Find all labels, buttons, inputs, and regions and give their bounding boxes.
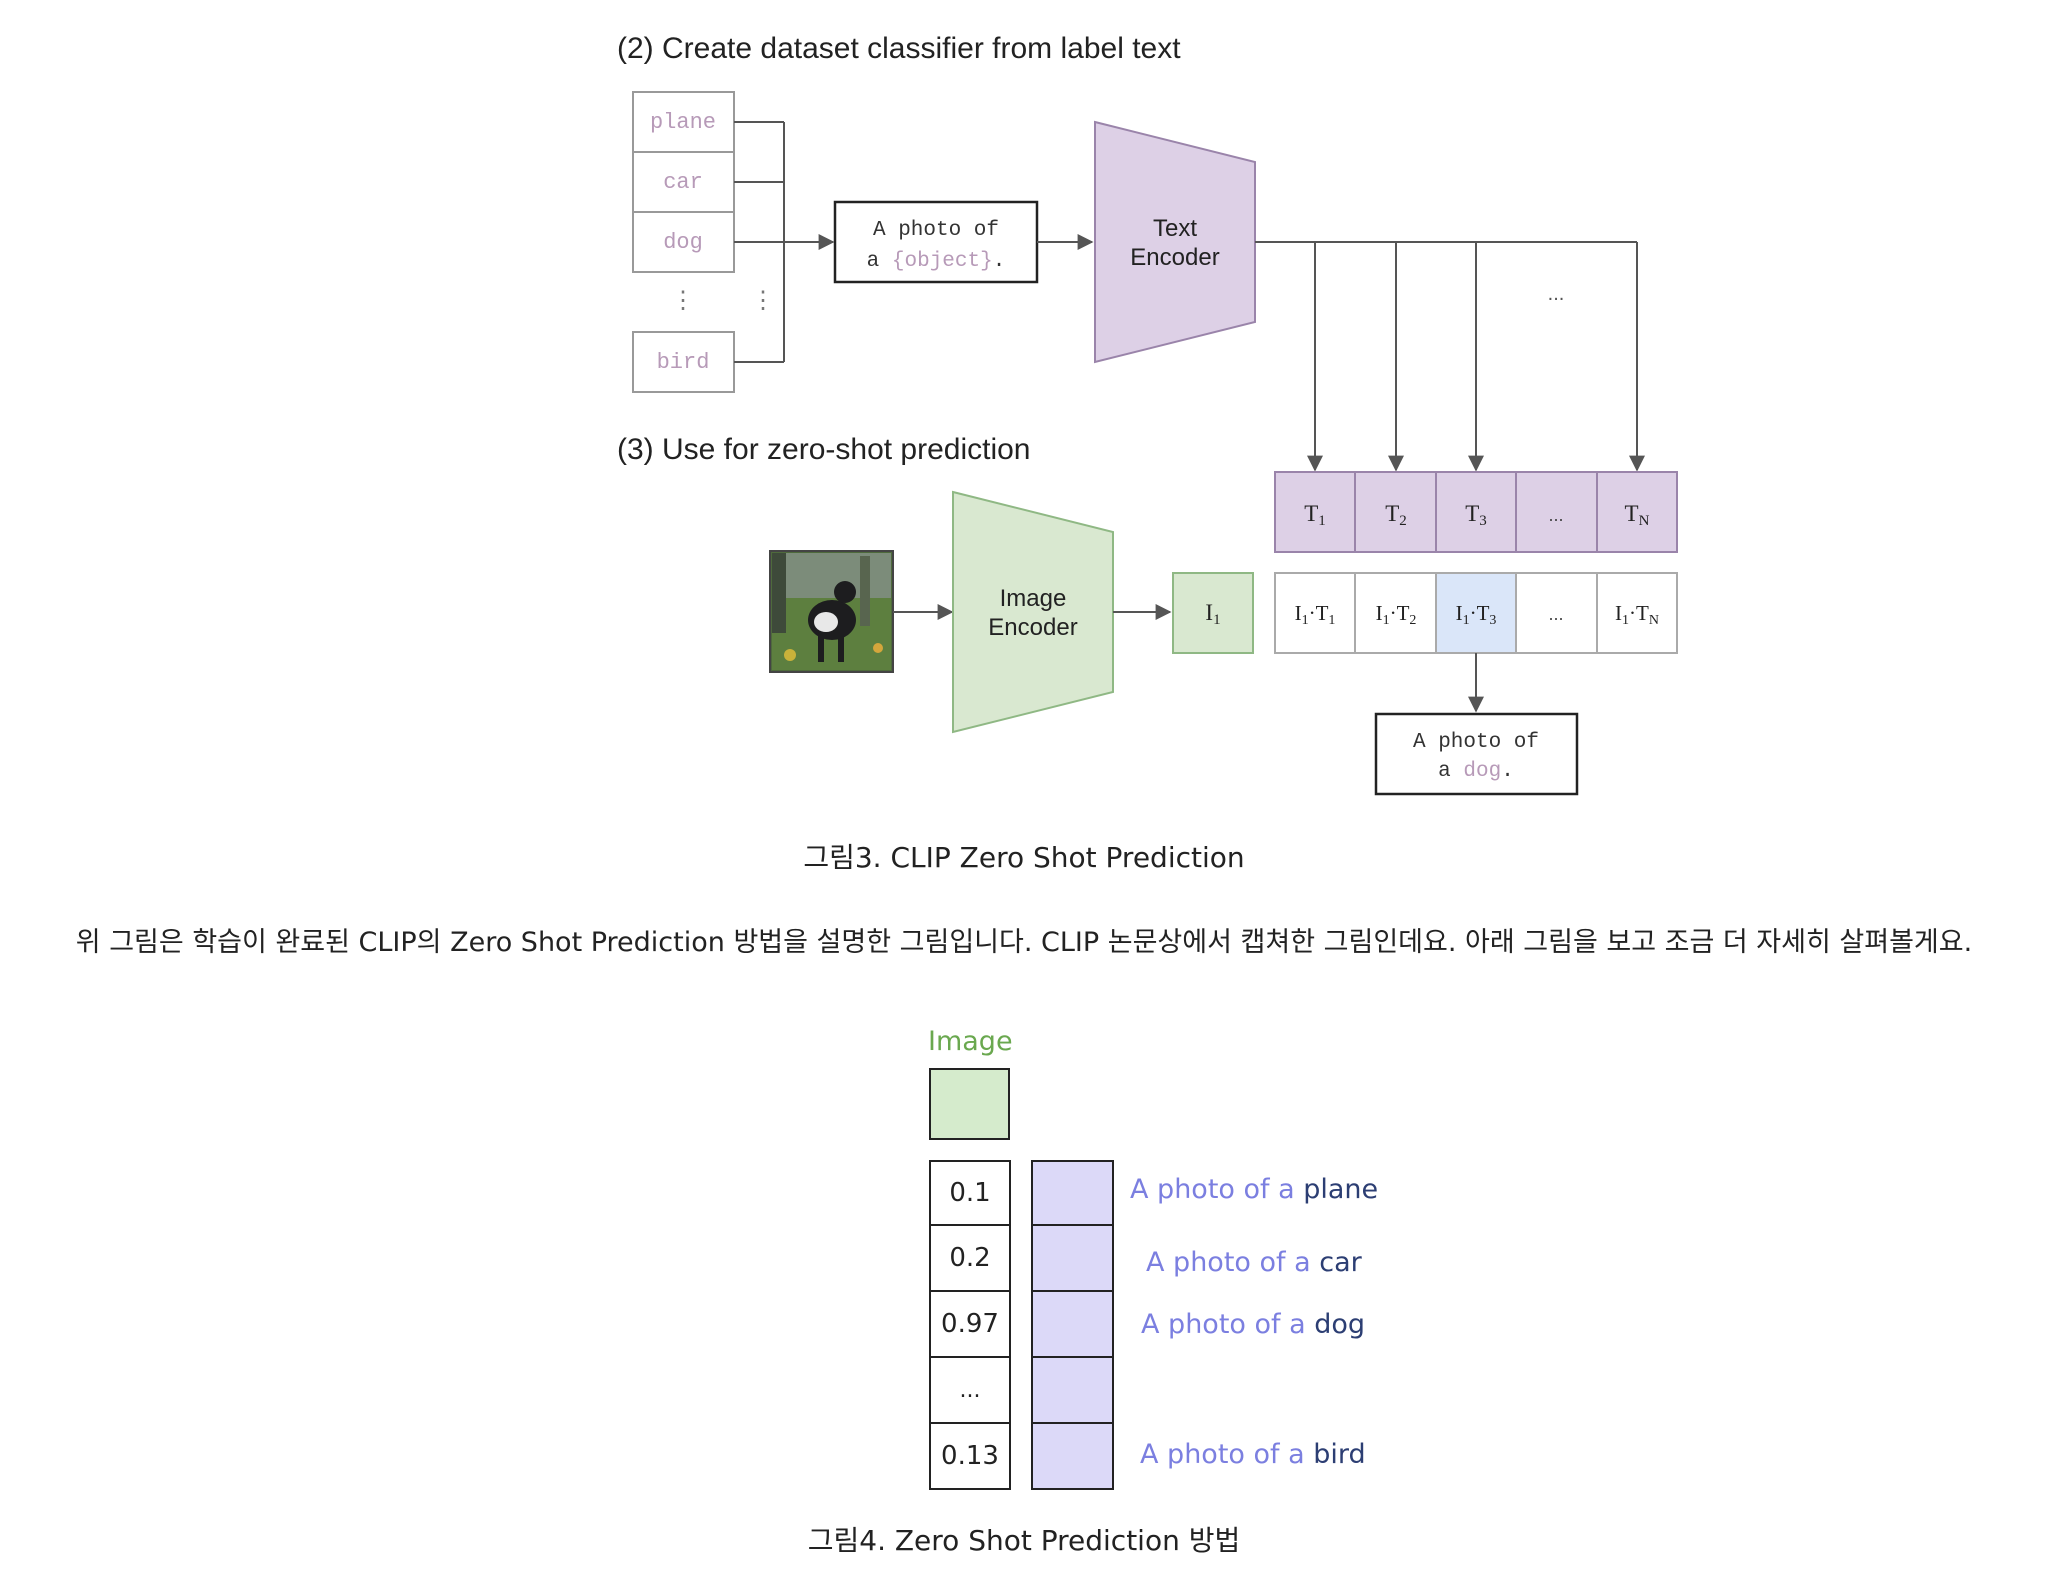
label-plane: plane (650, 110, 716, 135)
image-encoder-line-2: Encoder (988, 614, 1077, 641)
text-embedding-cell (1031, 1358, 1114, 1424)
score-cell: 0.97 (929, 1292, 1011, 1358)
dog-photo-thumbnail (770, 551, 893, 672)
distribution-ellipsis: ... (1548, 283, 1565, 305)
result-line-2: a dog. (1438, 760, 1514, 783)
bracket-vertical-ellipsis: ⋮ (751, 287, 775, 314)
label-bird: bird (657, 350, 710, 375)
text-embedding-cell (1031, 1424, 1114, 1490)
figure-3-caption: 그림3. CLIP Zero Shot Prediction (0, 836, 2048, 876)
score-cell: 0.13 (929, 1424, 1011, 1490)
text-embedding-ellipsis: ... (1548, 505, 1563, 525)
similarity-row: I1·T1 I1·T2 I1·T3 ... I1·TN (1275, 573, 1677, 653)
label-connectors (734, 122, 833, 362)
prediction-result-box: A photo of a dog. (1376, 714, 1577, 794)
template-line-2: a {object}. (867, 250, 1006, 273)
text-embedding-row: T1 T2 T3 ... TN (1275, 472, 1677, 552)
text-embedding-connectors (1255, 242, 1637, 470)
text-encoder-line-2: Encoder (1130, 244, 1219, 271)
body-paragraph: 위 그림은 학습이 완료된 CLIP의 Zero Shot Prediction… (0, 920, 2048, 959)
text-embedding-column (1031, 1160, 1114, 1490)
text-embedding-cell (1031, 1292, 1114, 1358)
template-line-1: A photo of (873, 219, 999, 242)
score-cell: 0.1 (929, 1160, 1011, 1226)
image-encoder: Image Encoder (953, 492, 1113, 732)
score-column: 0.1 0.2 0.97 ... 0.13 (929, 1160, 1011, 1490)
image-encoder-line-1: Image (1000, 585, 1067, 612)
text-embedding-cell (1031, 1160, 1114, 1226)
score-cell: ... (929, 1358, 1011, 1424)
text-embedding-cell (1031, 1226, 1114, 1292)
prompt-car: A photo of a car (1146, 1247, 1362, 1278)
similarity-ellipsis: ... (1548, 604, 1563, 624)
image-label: Image (928, 1026, 1013, 1057)
label-vertical-ellipsis: ⋮ (671, 287, 695, 314)
prompt-plane: A photo of a plane (1130, 1174, 1378, 1205)
prompt-dog: A photo of a dog (1141, 1309, 1365, 1340)
text-encoder-line-1: Text (1153, 215, 1197, 242)
label-car: car (663, 170, 703, 195)
prompt-bird: A photo of a bird (1140, 1439, 1366, 1470)
result-line-1: A photo of (1413, 731, 1539, 754)
image-embedding: I1 (1173, 573, 1253, 653)
prompt-template-box: A photo of a {object}. (835, 202, 1037, 282)
clip-diagram: plane car dog bird ⋮ ⋮ A photo of a {obj… (0, 0, 2048, 830)
image-embedding-cell (929, 1068, 1010, 1140)
label-dog: dog (663, 230, 703, 255)
figure-4-caption: 그림4. Zero Shot Prediction 방법 (0, 1519, 2048, 1559)
score-cell: 0.2 (929, 1226, 1011, 1292)
text-encoder: Text Encoder (1095, 122, 1255, 362)
